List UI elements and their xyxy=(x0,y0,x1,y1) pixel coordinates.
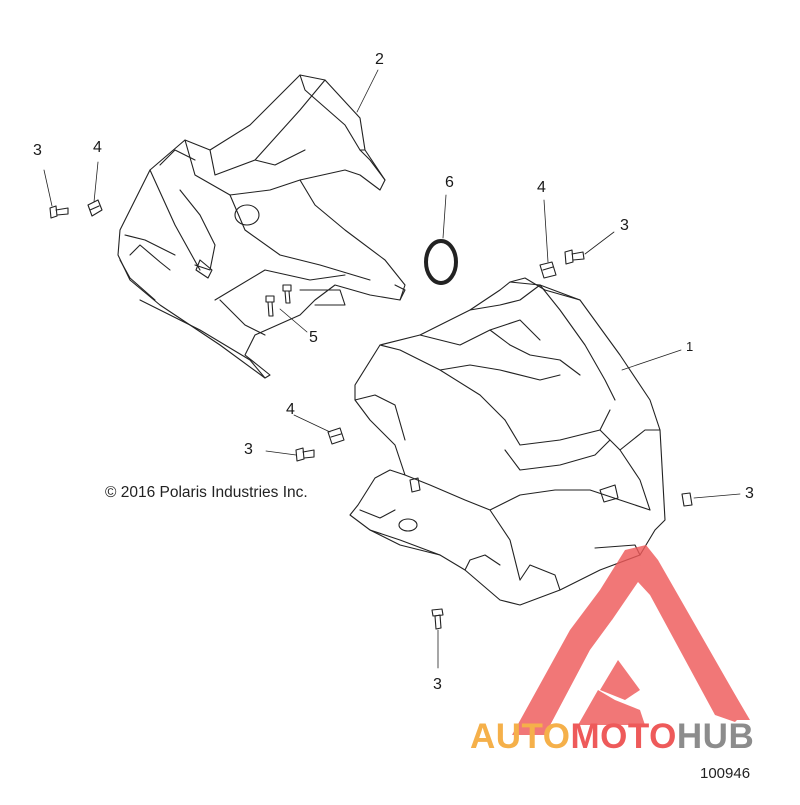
document-number: 100946 xyxy=(700,765,751,782)
o-ring-part-6 xyxy=(424,239,458,285)
lower-housing-part-1 xyxy=(349,277,666,606)
watermark-logo xyxy=(512,545,750,735)
screw-fasteners-part-5 xyxy=(265,284,292,317)
screw-fastener-right xyxy=(681,492,693,507)
copyright-notice: © 2016 Polaris Industries Inc. xyxy=(105,484,308,501)
callout-1: 1 xyxy=(686,339,694,354)
screw-fastener-top-left xyxy=(49,205,69,219)
callout-3-bottom: 3 xyxy=(433,676,442,693)
watermark-text-hub: HUB xyxy=(676,717,755,756)
watermark-text-auto: AUTO xyxy=(470,717,571,756)
clip-fastener-mid xyxy=(327,427,345,445)
callout-4-top-right: 4 xyxy=(537,179,546,196)
clip-fastener-top-right xyxy=(539,261,557,279)
callout-4-top-left: 4 xyxy=(93,139,102,156)
watermark-text-moto: MOTO xyxy=(570,717,677,756)
leader-lines xyxy=(43,69,741,669)
screw-fastener-right-top xyxy=(564,249,585,265)
callout-3-top-left: 3 xyxy=(33,142,42,159)
upper-cover-part-2 xyxy=(117,74,406,379)
callout-5: 5 xyxy=(309,329,318,346)
clip-fastener-top-left xyxy=(87,199,103,217)
watermark-text: AUTOMOTOHUB xyxy=(470,719,754,754)
callout-6: 6 xyxy=(445,174,454,191)
callout-3-top-right: 3 xyxy=(620,217,629,234)
screw-fastener-bottom xyxy=(431,608,444,630)
callout-4-mid: 4 xyxy=(286,401,295,418)
screw-fastener-mid-left xyxy=(295,447,315,462)
callout-3-mid: 3 xyxy=(244,441,253,458)
callout-3-right: 3 xyxy=(745,485,754,502)
callout-2: 2 xyxy=(375,51,384,68)
